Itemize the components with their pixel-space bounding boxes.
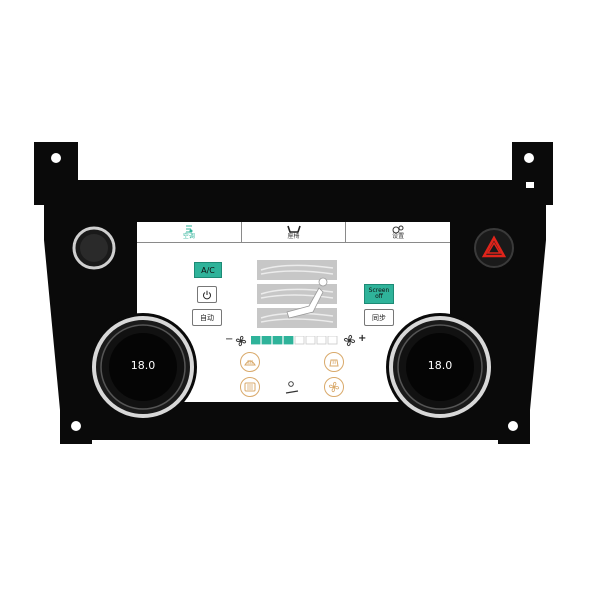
seat-vent-button[interactable]: [324, 377, 344, 397]
climate-icon: [184, 224, 194, 233]
defrost-rear-button[interactable]: [240, 377, 260, 397]
screen-off-label-2: off: [375, 293, 383, 300]
fan-speed-row: − +: [225, 333, 367, 348]
ac-button[interactable]: A/C: [194, 262, 222, 278]
tab-bar: 空调 座椅 设置: [137, 222, 450, 243]
left-round-button[interactable]: [72, 226, 116, 270]
fan-speed-segment[interactable]: [261, 336, 272, 345]
tab-settings[interactable]: 设置: [346, 222, 450, 242]
mount-hole-top-right: [524, 153, 534, 163]
mount-hole-bottom-right: [508, 421, 518, 431]
fan-minus-button[interactable]: −: [225, 334, 234, 345]
seat-heat-button[interactable]: [324, 352, 344, 372]
windshield-defrost-icon: [244, 359, 256, 366]
power-button[interactable]: [197, 286, 217, 303]
sync-button[interactable]: 同步: [364, 309, 394, 326]
fan-speed-segment[interactable]: [272, 336, 283, 345]
mount-hole-bottom-left: [71, 421, 81, 431]
fan-icon-right: [343, 334, 356, 347]
fan-icon-left: [235, 335, 247, 347]
airflow-mode-graphic[interactable]: [257, 260, 337, 328]
left-temperature-knob[interactable]: [88, 312, 198, 422]
fan-plus-button[interactable]: +: [358, 333, 367, 344]
settings-gear-icon: [392, 224, 404, 234]
mount-hole-top-left: [51, 153, 61, 163]
seated-person-icon: [286, 277, 328, 319]
rear-defrost-icon: [244, 382, 256, 392]
fan-speed-bar[interactable]: [251, 336, 341, 345]
power-icon: [203, 290, 211, 299]
tab-climate[interactable]: 空调: [137, 222, 242, 242]
fan-speed-segment[interactable]: [305, 336, 316, 345]
right-temperature-knob[interactable]: [385, 312, 495, 422]
left-temperature-value: 18.0: [130, 359, 156, 372]
screen-off-label-1: Screen: [368, 287, 390, 294]
tab-climate-label: 空调: [182, 233, 195, 240]
screen-off-button[interactable]: Screen off: [364, 284, 394, 304]
tab-settings-label: 设置: [392, 233, 405, 240]
seat-heat-icon: [329, 359, 339, 367]
tab-seat-label: 座椅: [287, 233, 300, 240]
tab-seat[interactable]: 座椅: [242, 222, 347, 242]
fan-speed-segment[interactable]: [283, 336, 294, 345]
right-temperature-value: 18.0: [427, 359, 453, 372]
hazard-triangle-icon: [481, 235, 507, 258]
defrost-front-button[interactable]: [240, 352, 260, 372]
driver-position-icon: [285, 381, 299, 394]
fan-speed-segment[interactable]: [316, 336, 327, 345]
hazard-button[interactable]: [472, 226, 516, 270]
fan-vent-icon: [328, 381, 340, 393]
fan-speed-segment[interactable]: [251, 336, 261, 345]
auto-button[interactable]: 自动: [192, 309, 222, 326]
seat-icon: [286, 224, 301, 233]
fan-speed-segment[interactable]: [294, 336, 305, 345]
fan-speed-segment[interactable]: [327, 336, 338, 345]
